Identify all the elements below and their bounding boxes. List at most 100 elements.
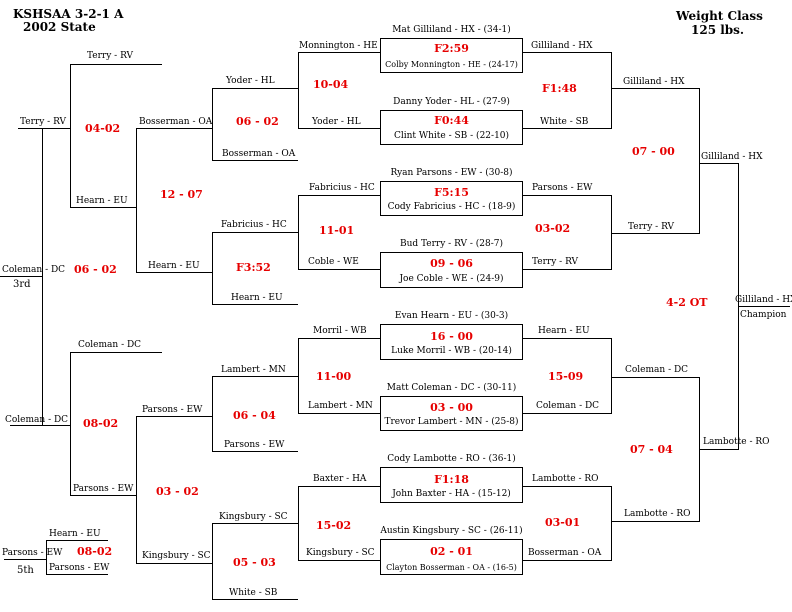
wrestler-label: Fabricius - HC bbox=[309, 183, 375, 193]
bracket-line bbox=[298, 560, 380, 561]
page-title: KSHSAA 3-2-1 A bbox=[13, 7, 124, 21]
match-score: 06 - 02 bbox=[236, 115, 279, 128]
bracket-line bbox=[298, 486, 380, 487]
wrestler-label: White - SB bbox=[229, 588, 278, 598]
wrestler-label: Terry - RV bbox=[532, 257, 579, 267]
bout-5-bottom: Luke Morril - WB - (20-14) bbox=[391, 346, 512, 356]
bracket-line bbox=[136, 416, 212, 417]
bout-8-top: Austin Kingsbury - SC - (26-11) bbox=[380, 526, 523, 536]
match-score: 05 - 03 bbox=[233, 556, 276, 569]
bracket-line bbox=[298, 338, 299, 414]
match-score: 4-2 OT bbox=[666, 296, 708, 309]
page-subtitle: 2002 State bbox=[23, 20, 96, 34]
bout-1-bottom: Colby Monnington - HE - (24-17) bbox=[385, 60, 518, 69]
bracket-line bbox=[10, 425, 70, 426]
wrestler-label: Bosserman - OA bbox=[139, 117, 213, 127]
bracket-line bbox=[523, 269, 612, 270]
bracket-line bbox=[70, 64, 162, 65]
match-score: 03-02 bbox=[535, 222, 571, 235]
wrestler-label: Monnington - HE bbox=[299, 41, 378, 51]
bout-6-result: 03 - 00 bbox=[430, 401, 473, 414]
weight-class-value: 125 lbs. bbox=[691, 23, 745, 37]
bout-8-result: 02 - 01 bbox=[430, 545, 473, 558]
bracket-line bbox=[70, 352, 162, 353]
weight-class-label: Weight Class bbox=[676, 9, 763, 23]
match-score: 03-01 bbox=[545, 516, 581, 529]
bracket-line bbox=[70, 64, 71, 208]
bracket-line bbox=[523, 338, 612, 339]
bout-box-8 bbox=[380, 539, 523, 575]
wrestler-label: Yoder - HL bbox=[226, 76, 275, 86]
bracket-line bbox=[611, 52, 612, 129]
match-score: 15-09 bbox=[548, 370, 584, 383]
bout-box-2 bbox=[380, 110, 523, 145]
wrestler-label: Gilliland - HX bbox=[623, 77, 685, 87]
wrestler-label: Lambotte - RO bbox=[624, 509, 691, 519]
wrestler-label: Parsons - EW bbox=[73, 484, 134, 494]
match-score: 06 - 02 bbox=[74, 263, 117, 276]
bracket-line bbox=[611, 521, 700, 522]
bracket-line bbox=[0, 276, 42, 277]
bout-5-result: 16 - 00 bbox=[430, 330, 473, 343]
wrestler-label: Parsons - EW bbox=[2, 548, 63, 558]
bracket-line bbox=[136, 128, 212, 129]
wrestler-label: Gilliland - HX bbox=[531, 41, 593, 51]
match-score: 11-00 bbox=[316, 370, 352, 383]
wrestler-label: Gilliland - HX bbox=[735, 295, 792, 305]
bracket-line bbox=[523, 52, 612, 53]
bout-6-bottom: Trevor Lambert - MN - (25-8) bbox=[384, 417, 519, 427]
wrestler-label: Baxter - HA bbox=[313, 474, 367, 484]
bout-box-5 bbox=[380, 324, 523, 360]
bracket-line bbox=[611, 88, 700, 89]
bracket-line bbox=[212, 523, 213, 600]
bracket-line bbox=[298, 52, 299, 129]
match-score: F3:52 bbox=[236, 261, 271, 274]
bracket-line bbox=[212, 451, 298, 452]
bracket-line bbox=[611, 233, 700, 234]
wrestler-label: Yoder - HL bbox=[312, 117, 361, 127]
match-score: 08-02 bbox=[77, 545, 113, 558]
bracket-line bbox=[212, 232, 213, 305]
wrestler-label: White - SB bbox=[540, 117, 589, 127]
bracket-line bbox=[699, 163, 738, 164]
match-score: 03 - 02 bbox=[156, 485, 199, 498]
wrestler-label: Lambert - MN bbox=[221, 365, 286, 375]
bracket-line bbox=[523, 195, 612, 196]
wrestler-label: Gilliland - HX bbox=[701, 152, 763, 162]
match-score: 07 - 00 bbox=[632, 145, 675, 158]
bracket-line bbox=[70, 207, 136, 208]
fifth-place-label: 5th bbox=[17, 565, 34, 576]
wrestler-label: Lambotte - RO bbox=[703, 437, 770, 447]
bracket-line bbox=[46, 540, 47, 575]
bout-1-top: Mat Gilliland - HX - (34-1) bbox=[392, 25, 511, 35]
bout-box-1 bbox=[380, 38, 523, 73]
match-score: 11-01 bbox=[319, 224, 355, 237]
bracket-line bbox=[212, 599, 298, 600]
bout-2-top: Danny Yoder - HL - (27-9) bbox=[393, 97, 510, 107]
bracket-line bbox=[298, 128, 380, 129]
bout-box-6 bbox=[380, 396, 523, 431]
match-score: 07 - 04 bbox=[630, 443, 673, 456]
bracket-line bbox=[136, 128, 137, 273]
bracket-line bbox=[298, 269, 380, 270]
match-score: F1:48 bbox=[542, 82, 577, 95]
wrestler-label: Coleman - DC bbox=[625, 365, 689, 375]
wrestler-label: Parsons - EW bbox=[49, 563, 110, 573]
bout-5-top: Evan Hearn - EU - (30-3) bbox=[394, 311, 509, 321]
bout-3-result: F5:15 bbox=[434, 186, 469, 199]
bracket-line bbox=[212, 88, 213, 161]
wrestler-label: Lambert - MN bbox=[308, 401, 373, 411]
bout-box-7 bbox=[380, 467, 523, 503]
bracket-line bbox=[212, 376, 298, 377]
wrestler-label: Coleman - DC bbox=[78, 340, 142, 350]
wrestler-label: Kingsbury - SC bbox=[219, 512, 288, 522]
wrestler-label: Coleman - DC bbox=[2, 265, 66, 275]
match-score: 08-02 bbox=[83, 417, 119, 430]
wrestler-label: Kingsbury - SC bbox=[142, 551, 211, 561]
match-score: 10-04 bbox=[313, 78, 349, 91]
bracket-line bbox=[136, 416, 137, 564]
match-score: 15-02 bbox=[316, 519, 352, 532]
bracket-line bbox=[46, 574, 108, 575]
bracket-line bbox=[699, 88, 700, 234]
bracket-line bbox=[4, 559, 46, 560]
